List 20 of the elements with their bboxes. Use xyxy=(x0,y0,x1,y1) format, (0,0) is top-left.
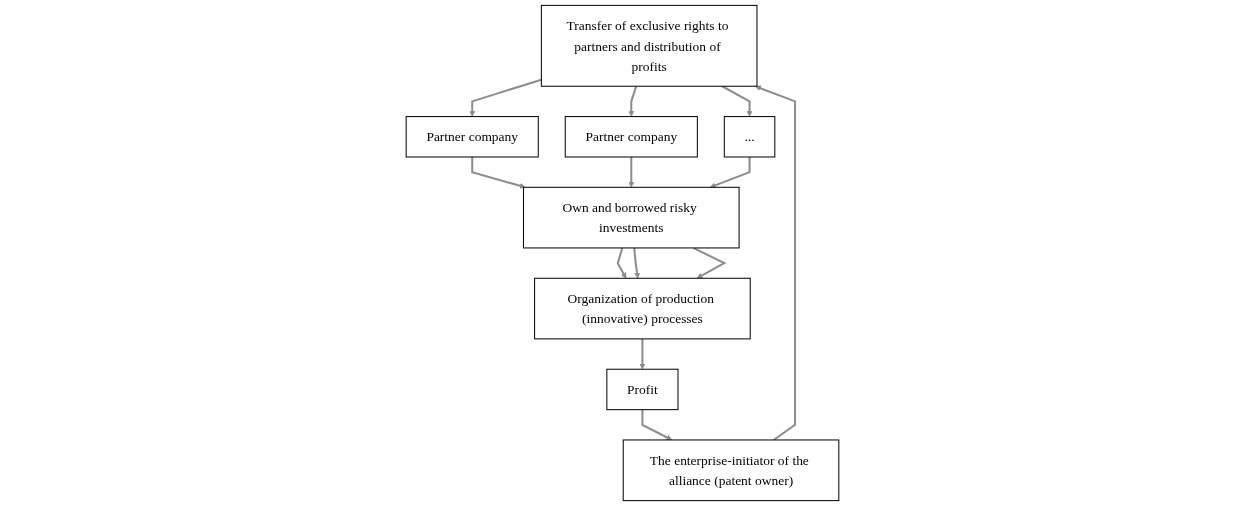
arrow xyxy=(628,157,635,188)
arrow xyxy=(709,157,751,189)
arrow xyxy=(471,157,526,189)
node-box: ... xyxy=(723,116,776,158)
arrow xyxy=(628,85,638,117)
arrow xyxy=(616,247,627,279)
arrow xyxy=(639,338,646,370)
node-box: Organization of production (innovative) processes xyxy=(534,277,751,340)
node-box: Partner company xyxy=(564,116,698,158)
arrow xyxy=(721,85,753,117)
node-box: Transfer of exclusive rights to partners and distribution of profits xyxy=(540,4,758,87)
node-box: Own and borrowed risky investments xyxy=(522,186,740,249)
arrow xyxy=(641,409,673,441)
node-box: The enterprise-initiator of the alliance (patent owner) xyxy=(622,439,840,502)
arrow xyxy=(633,247,641,279)
node-box: Profit xyxy=(606,368,679,411)
arrow xyxy=(755,85,797,441)
node-box: Partner company xyxy=(405,116,539,158)
arrow xyxy=(469,78,542,117)
arrow xyxy=(692,247,727,279)
